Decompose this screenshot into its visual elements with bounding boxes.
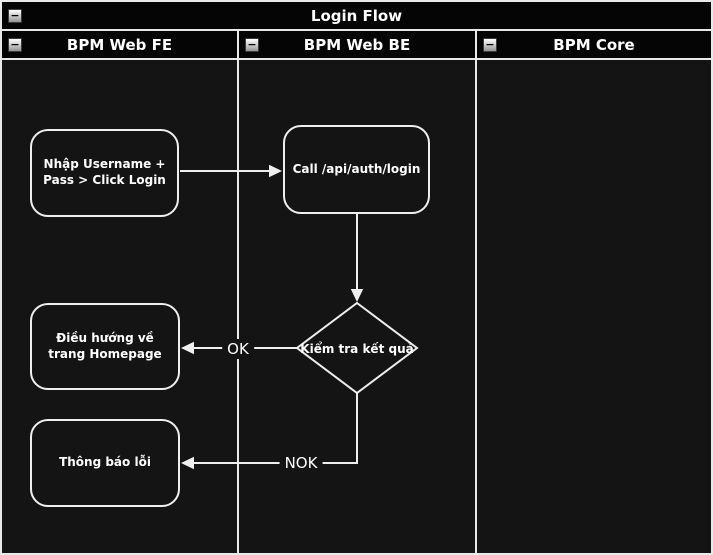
node-redirect-homepage[interactable]: Điều hướng về trang Homepage — [30, 303, 180, 390]
arrowhead-right-icon — [269, 164, 282, 178]
decision-diamond-label[interactable]: Kiểm tra kết quả — [300, 342, 414, 356]
pool-title-bar[interactable]: − Login Flow — [2, 2, 711, 29]
title-divider-line — [2, 29, 711, 31]
node-redirect-homepage-label: Điều hướng về trang Homepage — [48, 330, 162, 361]
edge-decision-nok-to-error[interactable] — [193, 393, 358, 464]
node-enter-credentials[interactable]: Nhập Username + Pass > Click Login — [30, 129, 179, 217]
node-error-message-label: Thông báo lỗi — [59, 455, 151, 470]
collapse-pool-icon[interactable]: − — [8, 8, 22, 23]
node-enter-credentials-label: Nhập Username + Pass > Click Login — [43, 157, 166, 187]
lane-label-bpm-core: BPM Core — [553, 35, 635, 54]
edge-label-ok[interactable]: OK — [222, 339, 254, 359]
arrowhead-left-icon — [181, 456, 194, 470]
node-call-api-label: Call /api/auth/login — [292, 161, 421, 176]
lane-header-bpm-web-fe[interactable]: − BPM Web FE — [2, 31, 237, 58]
arrowhead-left-icon — [181, 341, 194, 355]
collapse-lane-be-icon[interactable]: − — [245, 37, 259, 52]
lane-divider-1 — [237, 31, 239, 553]
lane-label-bpm-web-fe: BPM Web FE — [66, 35, 173, 54]
header-divider-line — [2, 58, 711, 60]
lane-header-bpm-core[interactable]: − BPM Core — [477, 31, 711, 58]
arrowhead-down-icon — [350, 289, 364, 302]
collapse-lane-fe-icon[interactable]: − — [8, 37, 22, 52]
lane-header-bpm-web-be[interactable]: − BPM Web BE — [239, 31, 475, 58]
node-call-api[interactable]: Call /api/auth/login — [283, 125, 430, 214]
decision-diamond-shape[interactable] — [295, 301, 419, 395]
lane-label-bpm-web-be: BPM Web BE — [303, 35, 411, 54]
collapse-lane-core-icon[interactable]: − — [483, 37, 497, 52]
lane-divider-2 — [475, 31, 477, 553]
node-error-message[interactable]: Thông báo lỗi — [30, 419, 180, 507]
edge-label-nok[interactable]: NOK — [279, 453, 323, 473]
pool-title: Login Flow — [310, 6, 403, 25]
